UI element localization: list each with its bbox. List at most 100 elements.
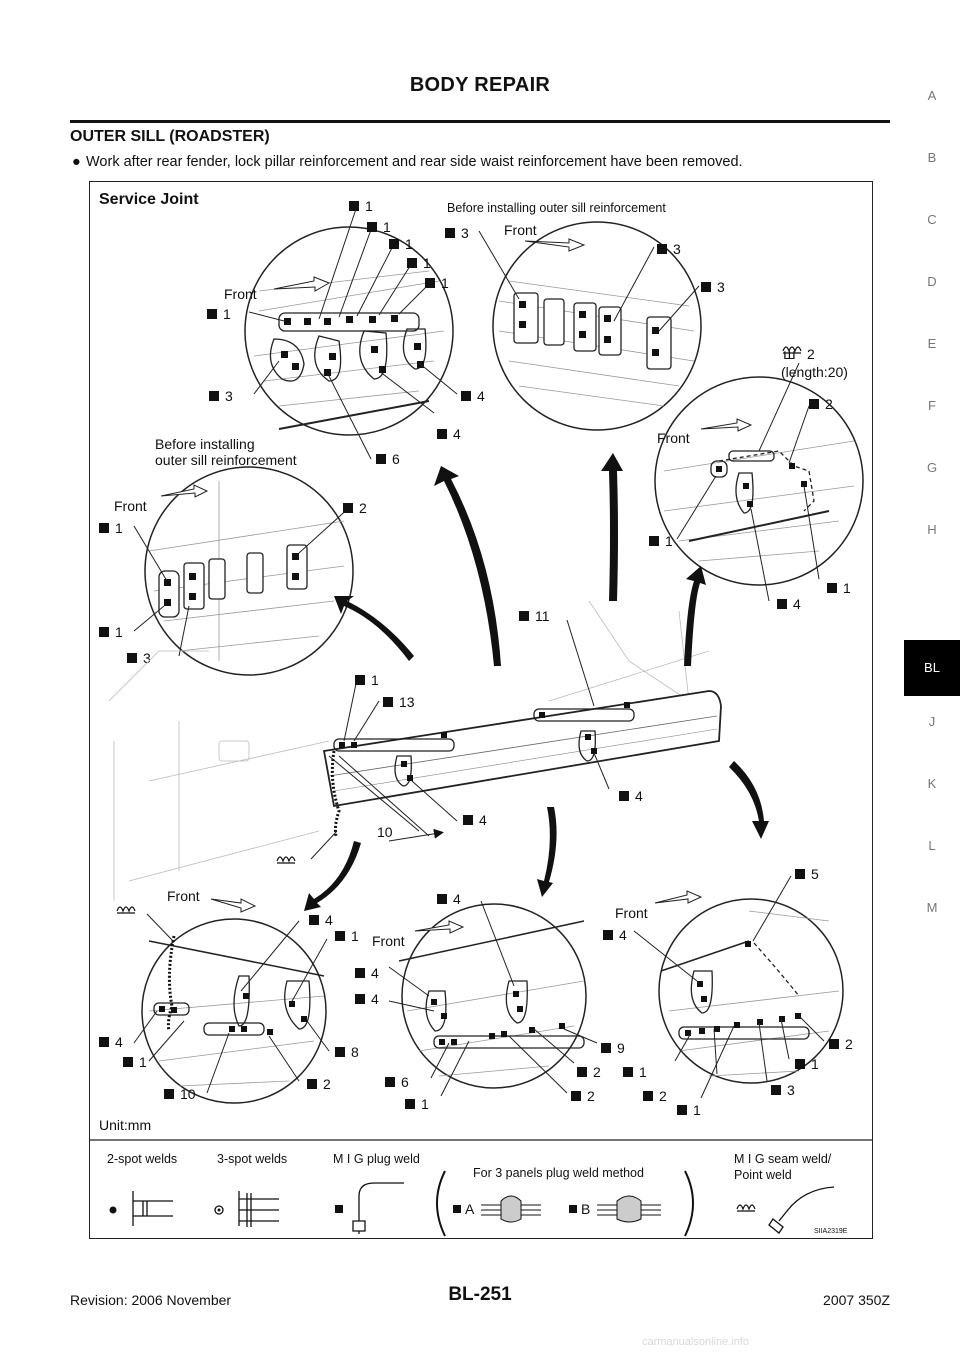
callout-2: 2 [359, 500, 367, 516]
front-arrow-icon [160, 484, 209, 498]
header-rule [70, 120, 890, 123]
callout-4: 4 [453, 426, 461, 442]
unit-label: Unit:mm [99, 1117, 151, 1133]
front-arrow-icon [273, 276, 331, 292]
tab-c[interactable]: C [927, 212, 937, 227]
tab-d[interactable]: D [927, 274, 937, 289]
detail-bottom-left: Front 4 1 4 1 10 8 2 [99, 888, 359, 1104]
work-note: ● Work after rear fender, lock pillar rei… [72, 154, 743, 170]
seam-weld-line [166, 935, 176, 1032]
figure-title: Service Joint [99, 191, 199, 208]
tab-b[interactable]: B [927, 150, 937, 165]
tab-g[interactable]: G [926, 460, 938, 475]
callout-1: 1 [693, 1102, 701, 1118]
arrow-icon [334, 596, 414, 661]
seam-length-label: (length:20) [781, 364, 848, 380]
callout-1: 1 [139, 1054, 147, 1070]
footer-page-number: BL-251 [448, 1284, 512, 1305]
seam-weld-icon [782, 346, 802, 354]
panels-b-icon: B [569, 1195, 661, 1223]
callout-10: 10 [180, 1086, 196, 1102]
tab-h[interactable]: H [927, 522, 937, 537]
legend-seam-label-1: M I G seam weld/ [734, 1152, 832, 1166]
detail-middle-left: Front 1 2 1 3 [99, 466, 367, 676]
callout-4: 4 [793, 596, 801, 612]
front-arrow-icon [524, 238, 586, 252]
section-title: OUTER SILL (ROADSTER) [70, 128, 270, 145]
seam-weld-callout: ꟺ [783, 346, 796, 362]
tab-e[interactable]: E [927, 336, 937, 351]
callout-6: 6 [392, 451, 400, 467]
legend-b-label: B [581, 1201, 590, 1217]
detail-bottom-right: 5 Front 4 2 1 3 1 2 1 [603, 866, 853, 1118]
callout-4: 4 [115, 1034, 123, 1050]
callout-1: 1 [405, 236, 413, 252]
callout-6: 6 [401, 1074, 409, 1090]
callout-4: 4 [635, 788, 643, 804]
callout-4: 4 [325, 912, 333, 928]
front-arrow-icon [700, 418, 753, 432]
front-label: Front [114, 498, 147, 514]
footer-model: 2007 350Z [823, 1292, 890, 1308]
callout-1: 1 [115, 624, 123, 640]
arrow-icon [684, 566, 706, 666]
callout-3: 3 [717, 279, 725, 295]
seam-weld-icon [116, 906, 136, 914]
callout-2: 2 [807, 346, 815, 362]
callout-1: 1 [421, 1096, 429, 1112]
callout-1: 1 [639, 1064, 647, 1080]
front-label: Front [372, 933, 405, 949]
tab-k[interactable]: K [927, 776, 937, 791]
arrow-icon [434, 466, 501, 666]
front-label: Front [657, 430, 690, 446]
detail-right: ꟺ 2 (length:20) 2 Front 1 1 4 [649, 346, 864, 612]
tab-j[interactable]: J [928, 714, 936, 729]
arrow-icon [304, 841, 361, 911]
legend-a-label: A [465, 1201, 475, 1217]
tab-f[interactable]: F [928, 398, 936, 413]
tab-m[interactable]: M [926, 900, 938, 915]
front-label: Front [224, 286, 257, 302]
outer-sill-panel [322, 690, 722, 808]
before-installing-line1: Before installing [155, 436, 255, 452]
callout-4: 4 [477, 388, 485, 404]
figure-frame [89, 181, 873, 1239]
seam-weld-icon [276, 856, 296, 864]
tab-bl-active[interactable]: BL [904, 640, 960, 696]
detail-bottom-middle: 4 Front 4 4 9 6 1 2 2 [355, 891, 625, 1112]
page-header-title: BODY REPAIR [409, 74, 551, 96]
callout-1: 1 [811, 1056, 819, 1072]
work-note-text: Work after rear fender, lock pillar rein… [86, 154, 743, 170]
callout-1: 1 [365, 198, 373, 214]
legend-bracket-right [684, 1170, 694, 1237]
front-label: Front [504, 222, 537, 238]
legend-bracket-left [436, 1170, 446, 1237]
arrow-icon [601, 453, 623, 601]
detail-circle [401, 903, 587, 1089]
arrow-icon [729, 761, 769, 839]
callout-1: 1 [383, 219, 391, 235]
vehicle-body-main: 1 13 11 4 4 10 [108, 453, 769, 911]
callout-5: 5 [811, 866, 819, 882]
before-installing-line2: outer sill reinforcement [155, 452, 297, 468]
detail-circle [658, 898, 844, 1084]
tab-l[interactable]: L [928, 838, 936, 853]
tab-a[interactable]: A [927, 88, 937, 103]
callout-3: 3 [225, 388, 233, 404]
callout-4: 4 [371, 991, 379, 1007]
callout-1: 1 [371, 672, 379, 688]
callout-1: 1 [351, 928, 359, 944]
callout-4: 4 [619, 927, 627, 943]
callout-4: 4 [479, 812, 487, 828]
legend-seam-label-2: Point weld [734, 1168, 792, 1182]
callout-8: 8 [351, 1044, 359, 1060]
detail-circle [654, 376, 864, 586]
note-bullet: ● [72, 154, 81, 170]
seam-weld-line [330, 750, 341, 837]
callout-2: 2 [587, 1088, 595, 1104]
callout-13: 13 [399, 694, 415, 710]
callout-4: 4 [453, 891, 461, 907]
callout-1: 1 [441, 275, 449, 291]
callout-3: 3 [461, 225, 469, 241]
front-label: Front [167, 888, 200, 904]
